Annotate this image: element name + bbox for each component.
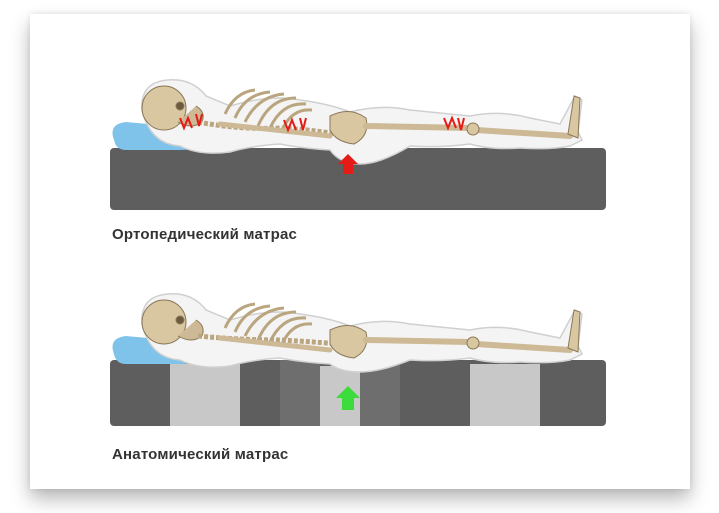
leg-bones [363, 123, 573, 139]
skull [141, 299, 204, 345]
knee [466, 122, 480, 136]
orthopedic-diagram [110, 79, 606, 210]
foot [567, 95, 581, 139]
leg-bones [363, 337, 573, 353]
pain-markers [179, 113, 465, 133]
panel-anatomical: Анатомический матрас [30, 254, 690, 489]
spring-zone [280, 360, 320, 426]
panel-orthopedic: Ортопедический матрас [30, 14, 690, 254]
pressure-arrow-red [338, 154, 358, 174]
pelvis [329, 111, 368, 145]
caption-anatomical: Анатомический матрас [112, 446, 289, 463]
caption-orthopedic: Ортопедический матрас [112, 226, 298, 243]
spring-zone [170, 364, 240, 426]
pelvis [329, 325, 368, 359]
orthopedic-mattress [110, 148, 606, 210]
support-arrow-green [336, 386, 360, 410]
foot [567, 309, 581, 353]
rib-cage [223, 302, 313, 345]
illustration-card: Ортопедический матрас [30, 14, 690, 489]
spring-zone [470, 364, 540, 426]
arm-bone [217, 335, 333, 353]
rib-cage [223, 88, 313, 131]
arm-bone [217, 121, 333, 139]
anatomical-diagram [110, 293, 606, 426]
knee [466, 336, 480, 350]
